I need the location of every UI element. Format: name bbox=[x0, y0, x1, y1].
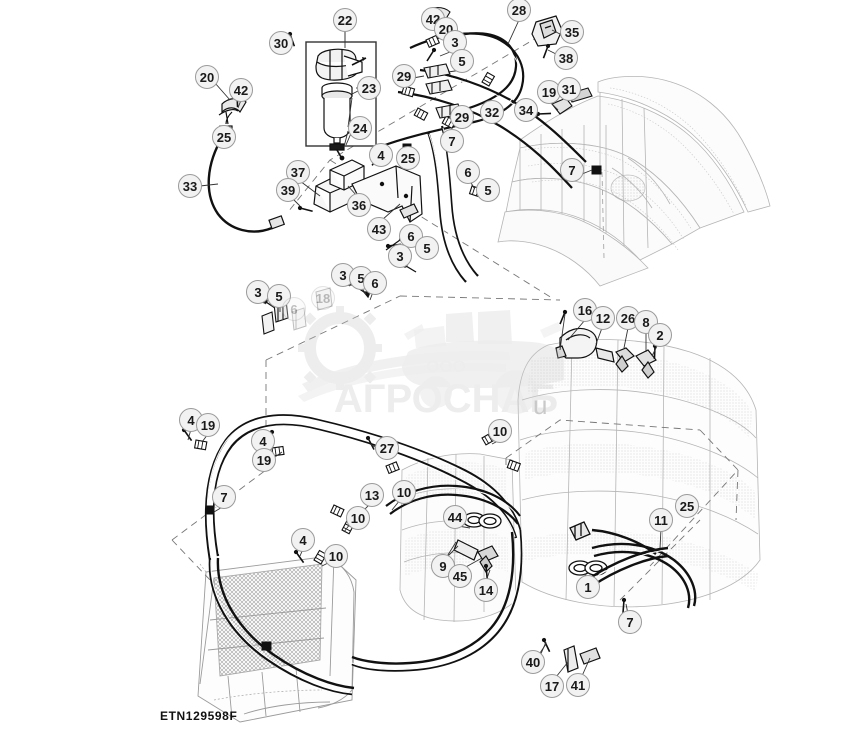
callout-12[interactable]: 12 bbox=[591, 306, 615, 330]
callout-7[interactable]: 7 bbox=[212, 485, 236, 509]
callout-29[interactable]: 29 bbox=[392, 64, 416, 88]
callout-2[interactable]: 2 bbox=[648, 323, 672, 347]
callout-18[interactable]: 18 bbox=[311, 286, 335, 310]
callout-39[interactable]: 39 bbox=[276, 178, 300, 202]
callout-14[interactable]: 14 bbox=[474, 578, 498, 602]
callout-3[interactable]: 3 bbox=[246, 280, 270, 304]
callout-7[interactable]: 7 bbox=[560, 158, 584, 182]
callout-32[interactable]: 32 bbox=[480, 100, 504, 124]
callout-8[interactable]: 8 bbox=[634, 310, 658, 334]
callout-10[interactable]: 10 bbox=[392, 480, 416, 504]
callout-11[interactable]: 11 bbox=[649, 508, 673, 532]
callout-13[interactable]: 13 bbox=[360, 483, 384, 507]
callout-5[interactable]: 5 bbox=[476, 178, 500, 202]
callout-16[interactable]: 16 bbox=[573, 298, 597, 322]
callout-6[interactable]: 6 bbox=[456, 160, 480, 184]
callout-4[interactable]: 4 bbox=[291, 528, 315, 552]
callout-45[interactable]: 45 bbox=[448, 564, 472, 588]
callout-34[interactable]: 34 bbox=[514, 98, 538, 122]
part-number-label: ETN129598F bbox=[160, 709, 238, 723]
callout-7[interactable]: 7 bbox=[618, 610, 642, 634]
callout-22[interactable]: 22 bbox=[333, 8, 357, 32]
callout-33[interactable]: 33 bbox=[178, 174, 202, 198]
callout-29[interactable]: 29 bbox=[450, 105, 474, 129]
callout-31[interactable]: 31 bbox=[557, 77, 581, 101]
callout-42[interactable]: 42 bbox=[229, 78, 253, 102]
callout-17[interactable]: 17 bbox=[540, 674, 564, 698]
callout-6[interactable]: 6 bbox=[282, 297, 306, 321]
callout-1[interactable]: 1 bbox=[576, 575, 600, 599]
callout-23[interactable]: 23 bbox=[357, 76, 381, 100]
callout-6[interactable]: 6 bbox=[363, 271, 387, 295]
callout-19[interactable]: 19 bbox=[252, 448, 276, 472]
callout-10[interactable]: 10 bbox=[488, 419, 512, 443]
callout-7[interactable]: 7 bbox=[440, 129, 464, 153]
callout-43[interactable]: 43 bbox=[367, 217, 391, 241]
callout-4[interactable]: 4 bbox=[369, 143, 393, 167]
callout-19[interactable]: 19 bbox=[196, 413, 220, 437]
callout-5[interactable]: 5 bbox=[450, 49, 474, 73]
callout-25[interactable]: 25 bbox=[212, 125, 236, 149]
callout-3[interactable]: 3 bbox=[388, 244, 412, 268]
callout-44[interactable]: 44 bbox=[443, 505, 467, 529]
callout-36[interactable]: 36 bbox=[347, 193, 371, 217]
callout-10[interactable]: 10 bbox=[324, 544, 348, 568]
callout-28[interactable]: 28 bbox=[507, 0, 531, 22]
watermark-suffix: u bbox=[533, 390, 548, 420]
callout-30[interactable]: 30 bbox=[269, 31, 293, 55]
callout-40[interactable]: 40 bbox=[521, 650, 545, 674]
callout-10[interactable]: 10 bbox=[346, 506, 370, 530]
callout-26[interactable]: 26 bbox=[616, 306, 640, 330]
callout-24[interactable]: 24 bbox=[348, 116, 372, 140]
callout-25[interactable]: 25 bbox=[396, 146, 420, 170]
callout-35[interactable]: 35 bbox=[560, 20, 584, 44]
callout-25[interactable]: 25 bbox=[675, 494, 699, 518]
callout-38[interactable]: 38 bbox=[554, 46, 578, 70]
callout-5[interactable]: 5 bbox=[415, 236, 439, 260]
callout-20[interactable]: 20 bbox=[195, 65, 219, 89]
callout-27[interactable]: 27 bbox=[375, 436, 399, 460]
callout-41[interactable]: 41 bbox=[566, 673, 590, 697]
